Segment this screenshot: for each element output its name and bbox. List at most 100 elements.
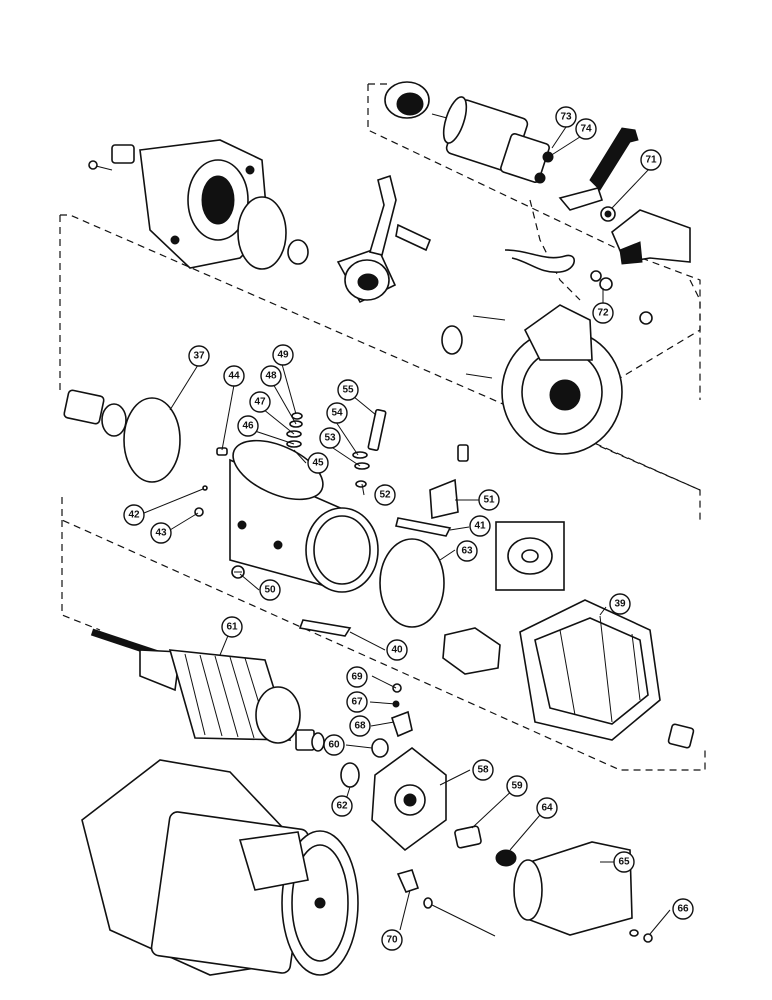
svg-text:71: 71 — [645, 155, 657, 166]
svg-text:41: 41 — [474, 521, 486, 532]
bushing-top — [111, 144, 135, 164]
screw-66 — [629, 929, 653, 943]
callout-73: 73 — [555, 106, 577, 128]
callout-51: 51 — [478, 489, 500, 511]
svg-text:43: 43 — [155, 528, 167, 539]
nut-64 — [495, 849, 517, 867]
callout-42: 42 — [123, 504, 145, 526]
field-frame — [229, 439, 379, 593]
callout-60: 60 — [323, 734, 345, 756]
callout-61: 61 — [221, 616, 243, 638]
callout-64: 64 — [536, 797, 558, 819]
callout-74: 74 — [575, 118, 597, 140]
sleeve-59 — [454, 825, 482, 849]
svg-text:63: 63 — [461, 546, 473, 557]
nuts-72 — [590, 270, 613, 291]
svg-text:37: 37 — [193, 351, 205, 362]
callout-44: 44 — [223, 365, 245, 387]
svg-text:72: 72 — [597, 308, 609, 319]
washer-pair-top — [441, 311, 653, 379]
callout-46: 46 — [237, 415, 259, 437]
callout-70: 70 — [381, 929, 403, 951]
solenoid-cap — [384, 81, 430, 119]
brush-holder-60 — [371, 738, 389, 758]
svg-text:40: 40 — [391, 645, 403, 656]
svg-text:52: 52 — [379, 490, 391, 501]
svg-text:50: 50 — [264, 585, 276, 596]
inset-washer-box — [495, 521, 565, 591]
callout-67: 67 — [346, 691, 368, 713]
solenoid-lever — [589, 127, 639, 191]
callout-66: 66 — [672, 898, 694, 920]
plate-left-of-39 — [442, 627, 501, 675]
brush-plate — [371, 746, 447, 852]
svg-text:47: 47 — [254, 397, 266, 408]
bracket-70 — [396, 869, 496, 937]
svg-text:67: 67 — [351, 697, 363, 708]
svg-text:74: 74 — [580, 124, 592, 135]
small-nut-71 — [600, 206, 616, 222]
pin-42 — [202, 485, 208, 491]
svg-text:42: 42 — [128, 510, 140, 521]
callout-71: 71 — [640, 149, 662, 171]
svg-text:49: 49 — [277, 350, 289, 361]
end-cap-65 — [513, 841, 633, 936]
svg-text:73: 73 — [560, 112, 572, 123]
callout-50: 50 — [259, 579, 281, 601]
bracket-51 — [429, 444, 469, 519]
terminal-cover — [611, 209, 691, 265]
gasket-41 — [395, 517, 452, 537]
callout-68: 68 — [349, 715, 371, 737]
callout-59: 59 — [506, 775, 528, 797]
o-ring-63 — [379, 538, 445, 628]
svg-text:65: 65 — [618, 857, 630, 868]
field-coils — [519, 599, 661, 741]
commutator-end-frame — [501, 304, 623, 455]
callout-62: 62 — [331, 795, 353, 817]
bushing-right — [667, 723, 695, 749]
bushing-left — [63, 389, 105, 425]
svg-text:60: 60 — [328, 740, 340, 751]
svg-text:70: 70 — [386, 935, 398, 946]
callout-40: 40 — [386, 639, 408, 661]
svg-text:64: 64 — [541, 803, 553, 814]
callout-41: 41 — [469, 515, 491, 537]
armature — [90, 628, 325, 752]
svg-text:53: 53 — [324, 433, 336, 444]
callout-39: 39 — [609, 593, 631, 615]
svg-text:61: 61 — [226, 622, 238, 633]
svg-text:39: 39 — [614, 599, 626, 610]
svg-text:51: 51 — [483, 495, 495, 506]
callout-37: 37 — [188, 345, 210, 367]
svg-text:54: 54 — [331, 408, 343, 419]
washers-52-54 — [352, 451, 370, 488]
callout-47: 47 — [249, 391, 271, 413]
callout-48: 48 — [260, 365, 282, 387]
bolt-top — [88, 160, 113, 171]
callout-43: 43 — [150, 522, 172, 544]
callout-49: 49 — [272, 344, 294, 366]
brush-spring-68 — [390, 710, 413, 738]
callout-72: 72 — [592, 302, 614, 324]
svg-text:66: 66 — [677, 904, 689, 915]
assembled-starter — [81, 759, 359, 976]
washer-62 — [340, 762, 360, 788]
screw-43 — [194, 507, 204, 517]
svg-text:69: 69 — [351, 672, 363, 683]
brush-lead — [504, 249, 575, 273]
svg-text:48: 48 — [265, 371, 277, 382]
terminal-stud-55 — [367, 408, 387, 452]
svg-text:59: 59 — [511, 781, 523, 792]
callout-52: 52 — [374, 484, 396, 506]
o-ring-37 — [123, 397, 181, 483]
o-ring-top — [237, 196, 287, 270]
shift-fork — [368, 174, 432, 256]
callout-69: 69 — [346, 666, 368, 688]
callout-54: 54 — [326, 402, 348, 424]
drive-pinion — [287, 239, 397, 304]
svg-text:62: 62 — [336, 801, 348, 812]
svg-text:55: 55 — [342, 385, 354, 396]
callout-53: 53 — [319, 427, 341, 449]
callout-45: 45 — [307, 452, 329, 474]
